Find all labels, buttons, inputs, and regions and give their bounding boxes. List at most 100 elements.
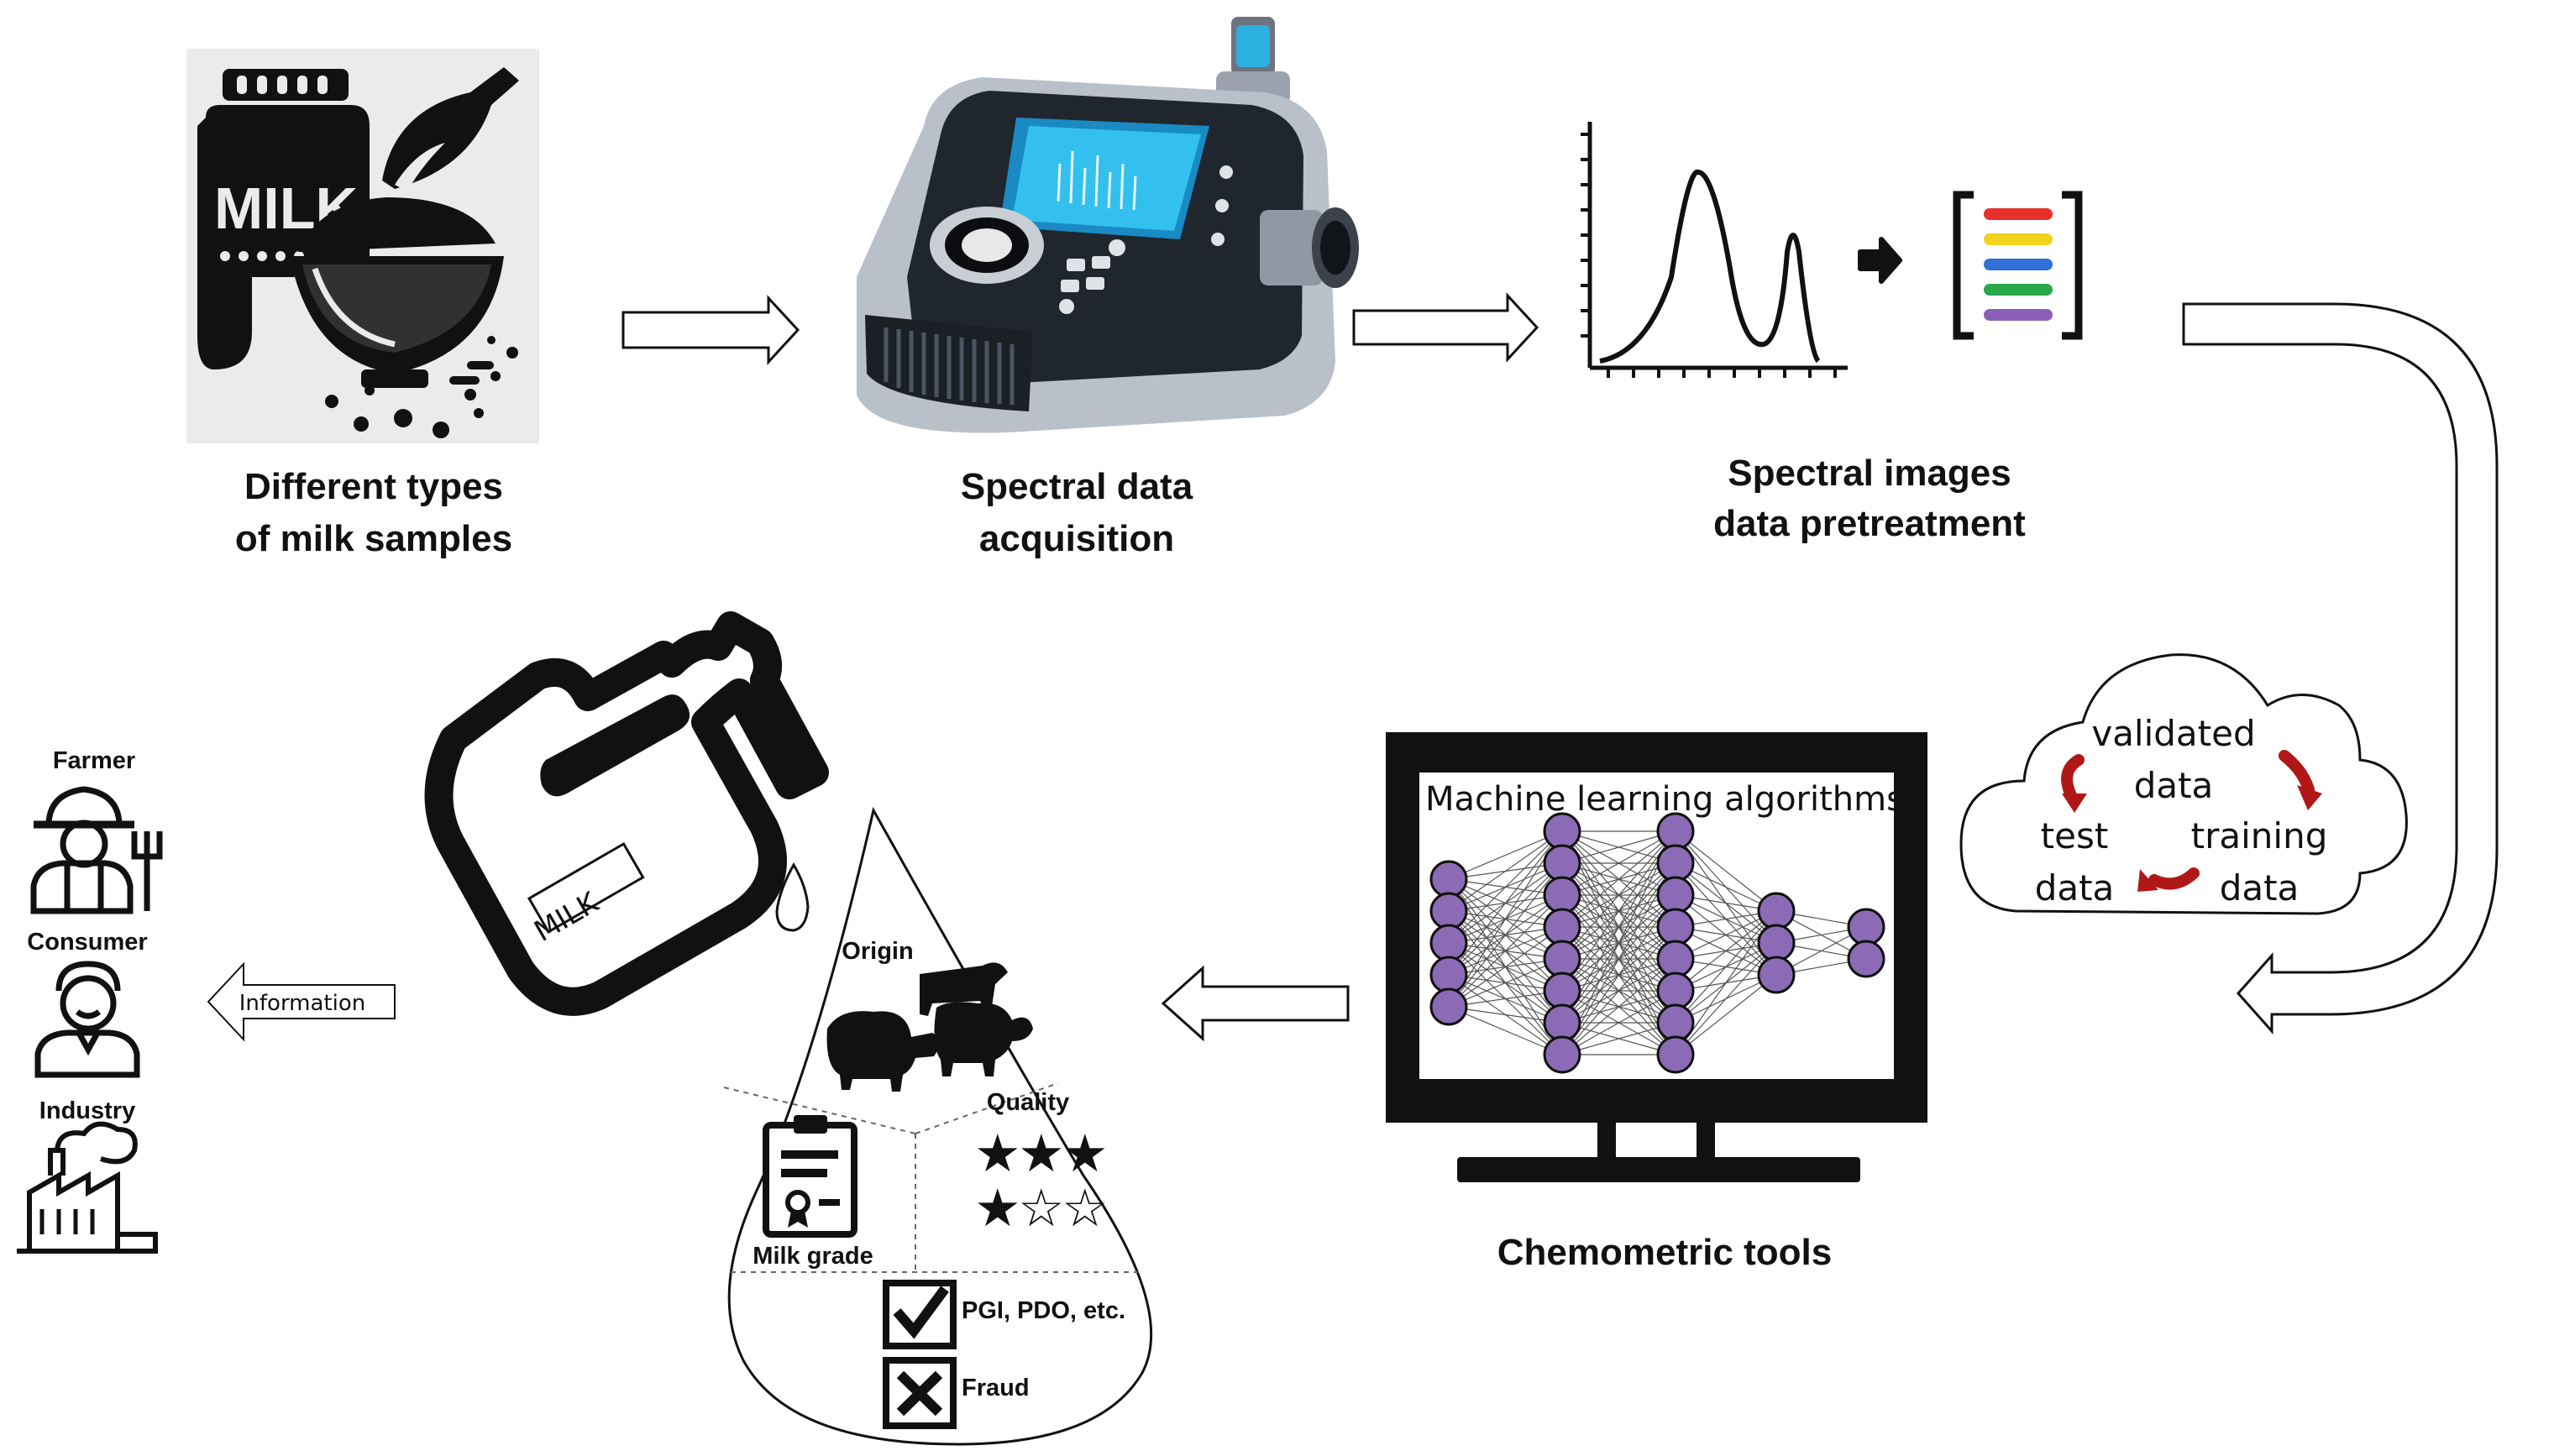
network-neuron	[1656, 1003, 1695, 1042]
cloud-validated-data: data	[2134, 765, 2214, 806]
industry-label: Industry	[39, 1097, 135, 1124]
network-neuron	[1429, 956, 1468, 994]
spectrum-bar	[1984, 284, 2053, 296]
network-neuron	[1656, 940, 1695, 978]
information-label: Information	[239, 991, 366, 1016]
network-connection	[1448, 830, 1563, 1008]
network-neuron	[1543, 812, 1581, 851]
network-neuron	[1429, 924, 1468, 962]
network-neuron	[1429, 987, 1468, 1026]
milk-samples-icon: MILK	[186, 49, 539, 443]
milk-samples-label-2: of milk samples	[235, 518, 512, 559]
network-neuron	[1847, 908, 1885, 946]
certificate-icon	[763, 1115, 857, 1238]
flow-arrow-3	[2182, 302, 2499, 1034]
network-neuron	[1656, 972, 1695, 1010]
pretreatment-arrow	[1858, 237, 1902, 284]
industry-icon	[17, 1121, 158, 1254]
network-connection	[1448, 958, 1563, 1008]
cloud-test: test	[2041, 815, 2109, 856]
information-arrow	[207, 961, 396, 1042]
consumer-label: Consumer	[27, 929, 147, 956]
network-neuron	[1543, 876, 1581, 914]
spectrum-plot-icon	[1581, 122, 1848, 378]
network-neuron	[1757, 924, 1796, 962]
network-connection	[1675, 910, 1777, 1024]
origin-label: Origin	[842, 938, 913, 965]
network-connection	[1561, 958, 1676, 1055]
svg-text:★: ★	[974, 1123, 1021, 1184]
flow-arrow-2	[1352, 292, 1539, 363]
pgi-label: PGI, PDO, etc.	[962, 1297, 1125, 1324]
network-connection	[1448, 926, 1563, 1008]
chemometric-label: Chemometric tools	[1497, 1232, 1833, 1273]
svg-text:★: ★	[1018, 1123, 1065, 1184]
livestock-icon	[826, 962, 1033, 1092]
network-connection	[1561, 830, 1676, 992]
network-connection	[1448, 830, 1563, 944]
milk-grade-label: Milk grade	[753, 1243, 873, 1270]
svg-text:★: ★	[974, 1177, 1021, 1239]
network-connection	[1561, 830, 1676, 896]
network-connection	[1448, 830, 1563, 880]
farmer-label: Farmer	[53, 747, 135, 774]
network-connection	[1561, 830, 1676, 928]
network-connection	[1448, 894, 1563, 1008]
spectrum-bar	[1984, 233, 2053, 245]
network-connection	[1448, 1006, 1563, 1024]
network-connection	[1448, 830, 1563, 912]
network-neuron	[1656, 1035, 1695, 1074]
network-connection	[1675, 974, 1777, 1055]
network-neuron	[1543, 972, 1581, 1010]
spectrometer-icon	[857, 17, 1359, 433]
cloud-training: training	[2191, 815, 2328, 856]
cycle-arrow-3	[2148, 867, 2200, 890]
spectrum-bar	[1984, 309, 2053, 321]
network-connection	[1448, 830, 1563, 976]
network-neuron	[1656, 812, 1695, 851]
network-connection	[1561, 1022, 1676, 1055]
network-neuron	[1543, 844, 1581, 883]
network-connection	[1448, 1006, 1563, 1055]
svg-text:☆: ☆	[1018, 1177, 1065, 1239]
network-connection	[1561, 830, 1676, 960]
network-connection	[1561, 894, 1676, 1055]
network-connection	[1448, 862, 1563, 1008]
network-connection	[1561, 830, 1676, 864]
svg-text:☆: ☆	[1062, 1177, 1109, 1239]
neural-network	[1429, 812, 1885, 1074]
network-neuron	[1757, 956, 1796, 994]
milk-samples-label-1: Different types	[244, 466, 503, 507]
consumer-icon	[34, 961, 140, 1078]
network-neuron	[1656, 908, 1695, 946]
cloud-validated: validated	[2091, 713, 2255, 754]
spectrum-bar	[1984, 208, 2053, 220]
network-neuron	[1429, 892, 1468, 930]
network-neuron	[1847, 940, 1885, 978]
chemometric-monitor: Machine learning algorithms	[1386, 732, 1927, 1182]
network-neuron	[1543, 1003, 1581, 1042]
network-neuron	[1656, 844, 1695, 883]
svg-text:★: ★	[1062, 1123, 1109, 1184]
network-connection	[1675, 830, 1777, 912]
network-connection	[1675, 942, 1777, 1055]
milk-drop-outcomes: Origin Quality ★★★ ★☆☆ Milk grade PGI, P…	[723, 806, 1153, 1446]
network-connection	[1675, 910, 1777, 992]
farmer-icon	[30, 786, 163, 914]
quality-label: Quality	[987, 1089, 1069, 1116]
pretreatment-label-2: data pretreatment	[1713, 503, 2026, 544]
network-connection	[1561, 926, 1676, 1055]
network-neuron	[1543, 940, 1581, 978]
flow-arrow-1	[621, 295, 800, 365]
network-neuron	[1429, 860, 1468, 898]
network-neuron	[1757, 892, 1796, 930]
spectral-bars-icon	[1953, 191, 2083, 340]
cloud-training-data: data	[2220, 867, 2300, 909]
acquisition-label-1: Spectral data	[961, 466, 1193, 507]
network-neuron	[1656, 876, 1695, 914]
quality-stars-icon: ★★★ ★☆☆	[974, 1123, 1109, 1239]
network-connection	[1448, 990, 1563, 1008]
network-neuron	[1543, 1035, 1581, 1074]
pretreatment-label-1: Spectral images	[1728, 453, 2011, 494]
